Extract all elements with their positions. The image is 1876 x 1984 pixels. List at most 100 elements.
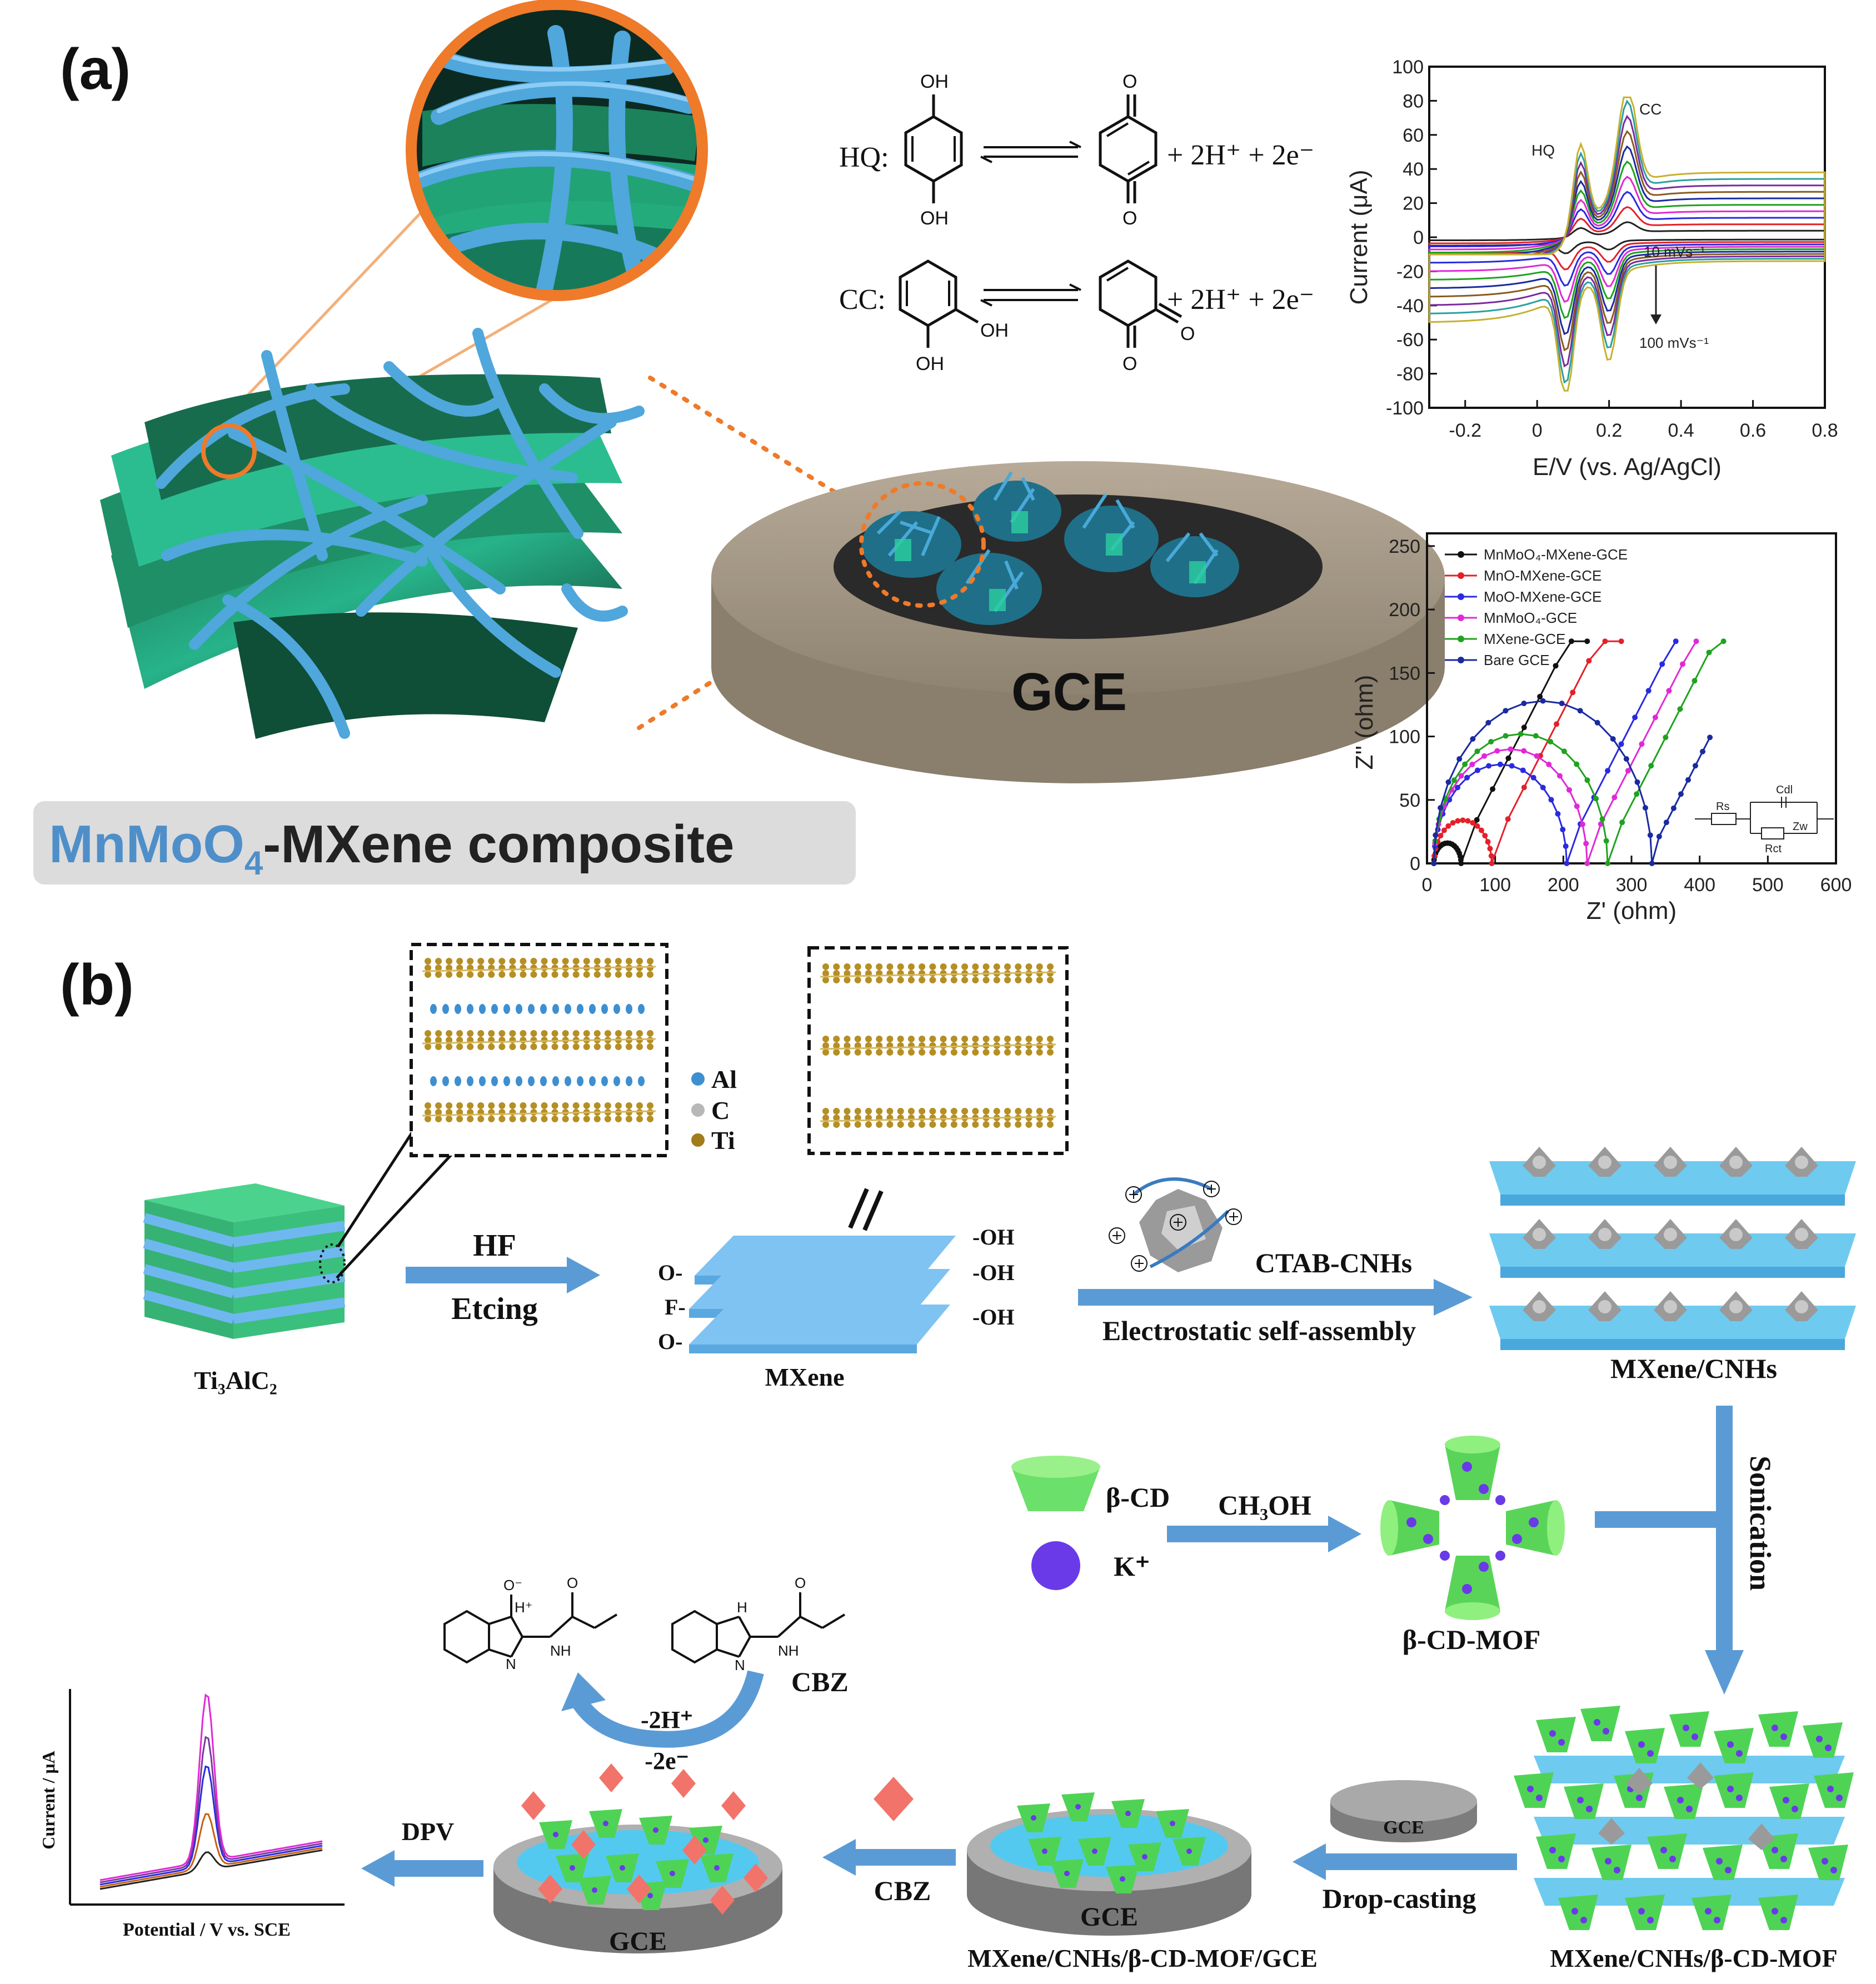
eis-point-5-20 [1634,791,1640,797]
mx-layer-2-ti-1-21 [1047,1042,1054,1049]
eis-point-6-4 [1456,756,1463,762]
ti3alc2-block: Ti₃AlC₂ [143,1116,457,1395]
mol-n-2: N [735,1657,745,1673]
max-al-1-8 [528,1076,535,1086]
max-layer-1-ti-0-5 [477,958,485,964]
mxmof-cone-2 [1625,1728,1665,1763]
mx-layer-1-ti-0-10 [929,963,936,970]
eis-point-1-18 [1458,861,1464,866]
mx-layer-3-ti-2-13 [961,1121,969,1128]
max-al-0-15 [613,1004,620,1014]
ctab-cnhs-particle [1109,1177,1242,1272]
mx-layer-2-ti-0-8 [907,1036,915,1042]
mxcnhs-cnh-core-1-4 [1795,1228,1808,1241]
max-layer-2-ti-0-21 [647,1030,653,1037]
eis-point-5-12 [1561,748,1567,754]
mx-layer-1-ti-2-3 [854,977,861,983]
eis-point-6-19 [1656,833,1662,839]
max-layer-2-ti-2-14 [572,1043,580,1050]
eis-point-6-6 [1485,719,1491,726]
eis-ytick-label-4: 200 [1389,599,1420,621]
mxcnhs-cnh-core-0-4 [1795,1156,1808,1169]
mxcnhs-cnh-core-2-2 [1664,1300,1677,1313]
eis-point-6-8 [1521,701,1527,707]
cbz-molecule-labels: O⁻ H⁺ N NH O H N NH O [503,1575,806,1673]
max-layer-1-ti-1-11 [541,964,548,971]
mxmof-k-17-a [1716,1858,1723,1865]
eis-point-5-22 [1663,734,1669,741]
mxcnhs-cnh-core-2-3 [1729,1300,1743,1313]
max-al-1-16 [626,1076,632,1086]
max-layer-1-ti-0-14 [572,958,580,964]
eis-legend-marker-5 [1458,636,1464,642]
cv-ytick-label-2: 60 [1403,125,1424,146]
mol-o-1: O [567,1575,578,1591]
mx-layer-3-bond [820,1116,1056,1122]
mx-layer-2-ti-2-5 [876,1049,883,1056]
max-layer-1-ti-2-18 [615,971,622,978]
eis-point-4-8 [1494,748,1500,754]
eis-point-3-7 [1474,767,1480,773]
mxmof-cone-3 [1669,1711,1709,1747]
mx-layer-1-ti-2-18 [1015,977,1022,983]
mx-layer-1-ti-0-6 [886,963,894,970]
mxmof-cone-0 [1536,1717,1576,1752]
mx-layer-2-ti-2-0 [822,1049,829,1056]
cbzgce-k-4 [570,1865,575,1871]
electrostatic-label: Electrostatic self-assembly [1102,1315,1416,1346]
max-layer-1-ti-2-6 [488,971,495,978]
max-layer-3-ti-2-20 [636,1116,643,1122]
max-layer-3-ti-0-14 [572,1102,580,1109]
mx-layer-1-ti-2-1 [833,977,840,983]
max-layer-3-ti-2-5 [477,1116,485,1122]
dpv-curve-3 [99,1765,323,1886]
mxmof-k-7-a [1527,1786,1534,1792]
max-layer-3-ti-0-18 [615,1102,622,1109]
mx-layer-3-ti-2-14 [972,1121,979,1128]
mx-layer-3-ti-0-14 [972,1108,979,1115]
max-layer-2-ti-1-9 [520,1037,527,1043]
sonication-arrow: Sonication [1595,1406,1777,1695]
eis-point-6-15 [1634,779,1640,785]
mx-layer-1-ti-0-19 [1025,963,1032,970]
mx-layer-1-ti-2-21 [1047,977,1054,983]
max-layer-3-ti-2-10 [530,1116,537,1122]
eis-point-3-26 [1673,638,1679,644]
mxene-cnhs-layers [1489,1147,1856,1350]
term-left-2: F- [665,1295,686,1320]
mx-layer-1-ti-0-13 [961,963,969,970]
max-layer-3-ti-1-10 [530,1109,537,1116]
eis-point-2-18 [1489,861,1495,866]
mxmof-k-10-b [1686,1806,1693,1812]
cv-xlabel: E/V (vs. Ag/AgCl) [1533,453,1722,481]
eis-point-2-12 [1474,823,1480,829]
mx-layer-1-ti-1-11 [940,970,947,977]
max-layer-1-ti-0-12 [551,958,558,964]
mxene-label: MXene [765,1363,844,1391]
max-layer-3-ti-0-5 [477,1102,485,1109]
max-al-0-13 [589,1004,596,1014]
max-layer-3-ti-0-21 [647,1102,653,1109]
mxmof-cone-20 [1558,1895,1598,1930]
max-layer-3-ti-2-7 [498,1116,506,1122]
mxmof-k-10-a [1677,1797,1684,1803]
mx-layer-1-ti-0-4 [865,963,872,970]
mx-layer-3-ti-2-8 [907,1121,915,1128]
max-layer-1-ti-1-0 [425,964,431,971]
eis-legend-label-3: MoO-MXene-GCE [1484,588,1601,605]
max-al-1-15 [613,1076,620,1086]
max-layer-1-ti-0-20 [636,958,643,964]
eis-point-6-5 [1470,736,1476,742]
max-layer-3-ti-1-21 [647,1109,653,1116]
max-layer-1-ti-2-9 [520,971,527,978]
modgce-k-2 [1125,1811,1131,1816]
max-layer-1-ti-2-8 [509,971,516,978]
mx-layer-3-ti-1-0 [822,1115,829,1121]
max-al-1-3 [467,1076,473,1086]
eis-legend-label-1: MnMoO₄-MXene-GCE [1484,546,1628,563]
mx-layer-2-ti-2-7 [897,1049,904,1056]
gce-electrode-illustration: GCE [711,461,1445,783]
mxmof-k-20-a [1571,1908,1578,1915]
mxmof-k-23-a [1772,1908,1778,1915]
